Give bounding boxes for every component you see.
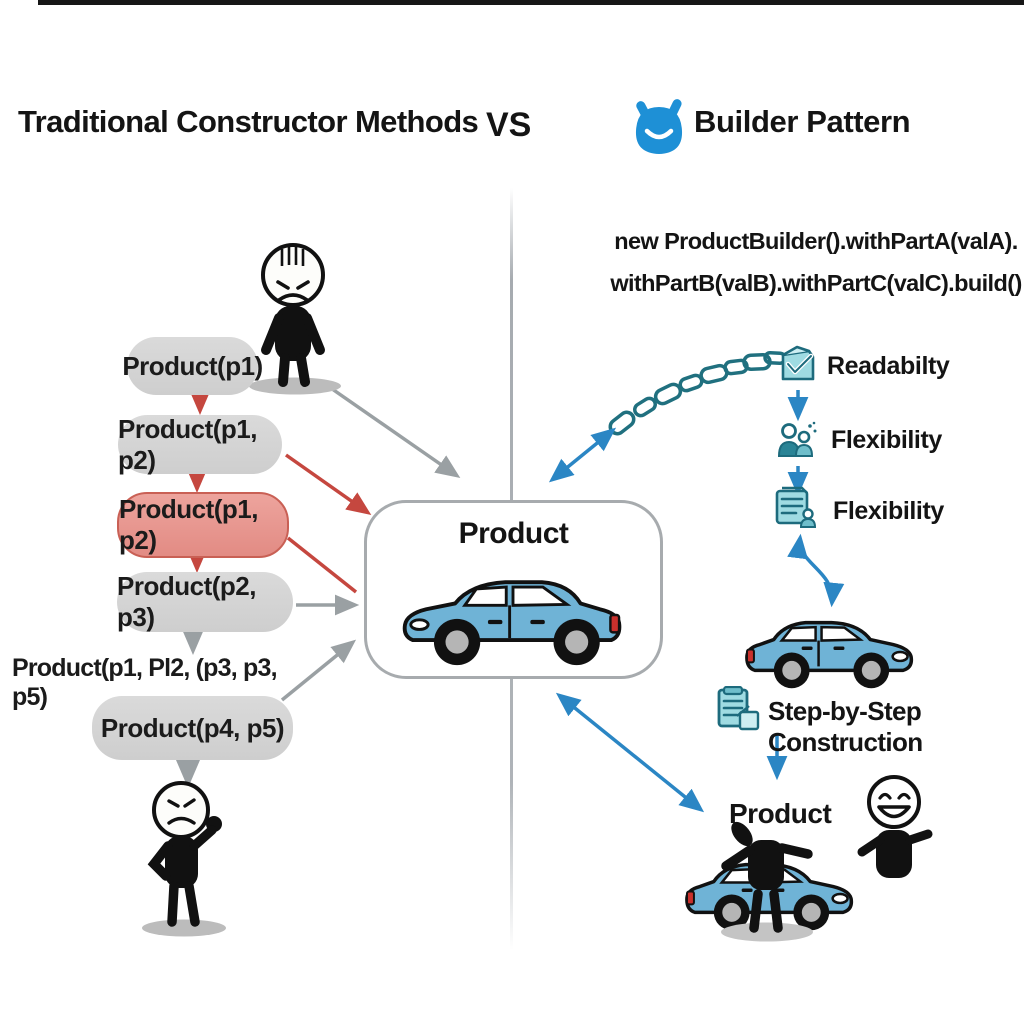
constructor-pill-2: Product(p1, p2) xyxy=(118,414,282,475)
versus-label: VS xyxy=(486,106,532,144)
people-icon xyxy=(777,421,817,457)
builder-code-line-2: withPartB(valB).withPartC(valC).build() xyxy=(610,270,1022,296)
list-person-icon xyxy=(775,486,817,528)
builder-code-line-1: new ProductBuilder().withPartA(valA). xyxy=(614,228,1018,254)
car-icon-right xyxy=(745,620,914,691)
benefit-readability-label: Readabilty xyxy=(827,352,950,380)
person-with-car-figure xyxy=(721,821,813,942)
constructor-pill-5: Product(p4, p5) xyxy=(92,696,293,760)
product-box-label: Product xyxy=(458,517,569,550)
red-long-arrows xyxy=(284,453,372,594)
happy-person-figure xyxy=(857,775,933,878)
product-box: Product xyxy=(364,500,663,679)
step-by-step-label: Step-by-Step Construction xyxy=(768,696,923,757)
red-down-arrows xyxy=(185,387,212,573)
gray-down-arrows xyxy=(176,627,205,788)
frustrated-person-figure xyxy=(249,243,341,395)
angry-person-figure xyxy=(142,781,226,937)
builder-mascot-icon xyxy=(635,99,683,154)
builder-code: new ProductBuilder().withPartA(valA). wi… xyxy=(608,220,1024,304)
inbox-check-icon xyxy=(781,345,815,381)
constructor-overload-text: Product(p1, Pl2, (p3, p3, p5) xyxy=(12,654,278,711)
car-icon-center xyxy=(402,580,622,668)
constructor-pill-1: Product(p1) xyxy=(122,337,263,395)
product-result-label: Product xyxy=(729,798,832,829)
gray-long-arrows xyxy=(280,382,461,702)
clipboard-icon xyxy=(717,686,760,731)
right-section-title: Builder Pattern xyxy=(694,104,911,139)
benefit-flexibility-label-1: Flexibility xyxy=(831,426,942,454)
left-section-title: Traditional Constructor Methods xyxy=(18,104,479,139)
chain-icon xyxy=(608,350,787,436)
blue-arrows xyxy=(548,390,845,813)
constructor-pill-4: Product(p2, p3) xyxy=(117,571,293,632)
constructor-pill-3-highlighted: Product(p1, p2) xyxy=(117,492,289,558)
benefit-flexibility-label-2: Flexibility xyxy=(833,497,944,525)
top-bar xyxy=(38,0,1024,5)
